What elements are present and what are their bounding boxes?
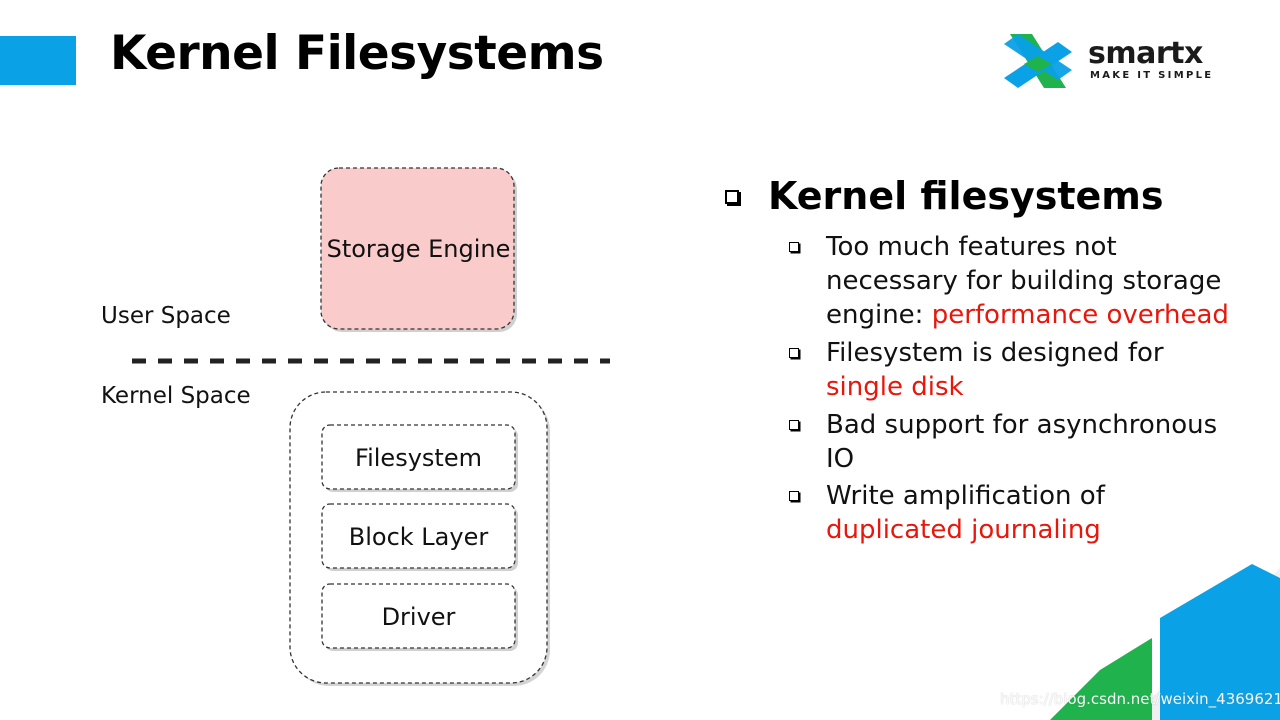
storage-engine-label: Storage Engine: [326, 235, 511, 263]
watermark-text: https://blog.csdn.net/weixin_43696211: [1000, 690, 1280, 708]
driver-box: [321, 583, 516, 649]
kernel-diagram: Storage Engine User Space Kernel Space F…: [101, 167, 610, 686]
block-layer-label: Block Layer: [348, 523, 489, 551]
smartx-logo: smartx MAKE IT SIMPLE: [1004, 34, 1234, 90]
logo-mark-icon: [1004, 34, 1072, 88]
list-item-highlight: performance overhead: [931, 300, 1229, 330]
logo-tagline: MAKE IT SIMPLE: [1090, 70, 1214, 81]
filesystem-label: Filesystem: [355, 444, 482, 472]
filesystem-box: [321, 424, 516, 490]
corner-decoration: [1050, 564, 1280, 720]
logo-name: smartx: [1088, 36, 1203, 71]
bullet-list: Kernel filesystems Too much features not…: [722, 172, 1262, 545]
block-layer-box: [321, 503, 516, 569]
list-item-highlight: single disk: [826, 372, 964, 402]
checkbox-bullet-icon: [789, 491, 799, 501]
list-item-text: Bad support for asynchronous IO: [826, 410, 1218, 474]
list-item-text: Too much features not necessary for buil…: [826, 232, 1222, 330]
list-item-highlight: duplicated journaling: [826, 515, 1101, 545]
user-space-label: User Space: [101, 303, 231, 329]
main-bullet-heading: Kernel filesystems: [768, 174, 1164, 218]
accent-bar: [0, 36, 76, 85]
main-bullet: Kernel filesystems: [722, 172, 1262, 230]
driver-label: Driver: [381, 603, 456, 631]
list-item-text: Filesystem is designed for: [826, 338, 1164, 368]
checkbox-bullet-icon: [789, 420, 799, 430]
storage-engine-box: [320, 167, 515, 330]
checkbox-bullet-icon: [789, 348, 799, 358]
diagram-shapes: [132, 167, 610, 686]
checkbox-bullet-icon: [789, 242, 799, 252]
slide-title: Kernel Filesystems: [110, 26, 604, 81]
checkbox-bullet-icon: [725, 190, 739, 204]
list-item-text: Write amplification of: [826, 481, 1105, 511]
kernel-space-label: Kernel Space: [101, 383, 251, 409]
